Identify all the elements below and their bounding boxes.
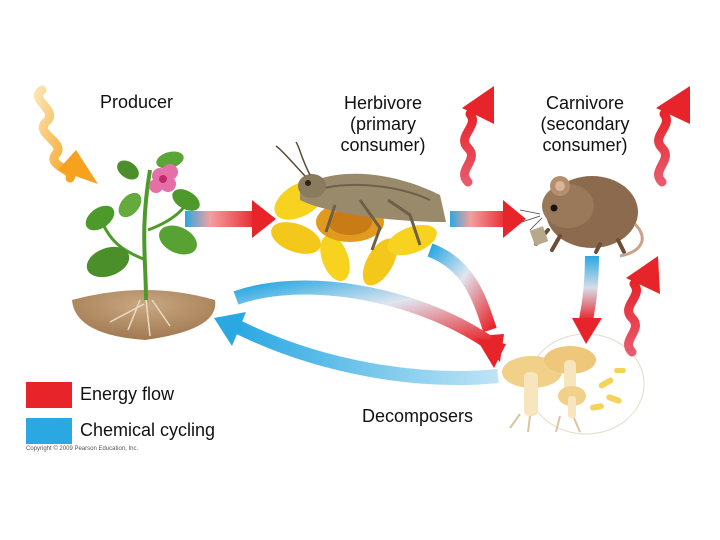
carnivore-label: Carnivore (secondary consumer) <box>520 93 650 156</box>
carnivore-label-line-1: Carnivore <box>520 93 650 114</box>
heat-arrow-carnivore <box>656 86 690 182</box>
herbivore-label-line-2: (primary <box>318 114 448 135</box>
decomposers-mushrooms <box>502 334 644 434</box>
carnivore-label-line-2: (secondary <box>520 114 650 135</box>
herbivore-label-line-3: consumer) <box>318 135 448 156</box>
sunlight-arrow <box>38 90 98 184</box>
herbivore-label: Herbivore (primary consumer) <box>318 93 448 156</box>
arrow-carnivore-to-decomposers <box>572 256 602 344</box>
decomposers-label: Decomposers <box>362 406 473 427</box>
arrow-herbivore-to-carnivore <box>450 200 526 238</box>
herbivore-label-line-1: Herbivore <box>318 93 448 114</box>
legend-chemical-swatch <box>26 418 72 444</box>
legend-energy-swatch <box>26 382 72 408</box>
carnivore-label-line-3: consumer) <box>520 135 650 156</box>
heat-arrow-herbivore <box>462 86 494 182</box>
copyright-notice: Copyright © 2009 Pearson Education, Inc. <box>26 446 138 452</box>
legend-chemical-label: Chemical cycling <box>80 420 215 441</box>
herbivore-grasshopper <box>267 142 446 291</box>
heat-arrow-decomposers <box>626 256 660 352</box>
arrow-producer-to-decomposers <box>236 288 506 368</box>
legend-energy-label: Energy flow <box>80 384 174 405</box>
producer-label: Producer <box>100 92 173 113</box>
flower-icon <box>149 164 178 193</box>
carnivore-mouse <box>520 176 642 256</box>
